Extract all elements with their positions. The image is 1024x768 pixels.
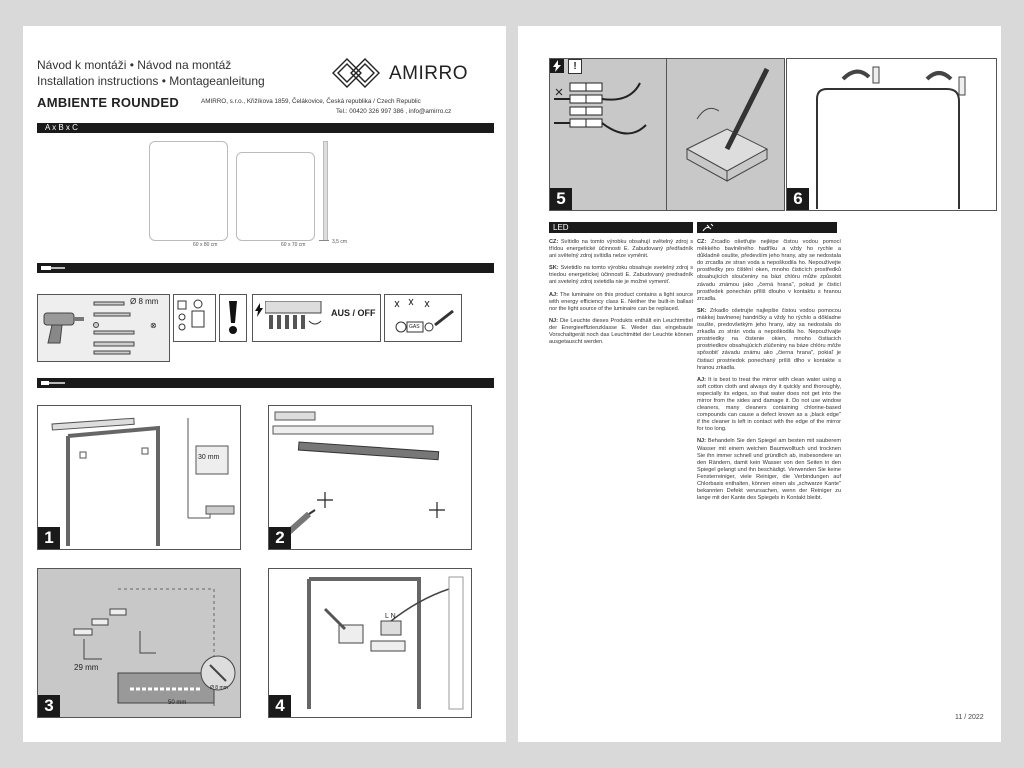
step-3-panel: 29 mm Ø 8 mm 50 mm 3 (37, 568, 241, 718)
title-line-1: Návod k montáži • Návod na montáž (37, 58, 232, 72)
step-3-depth: 50 mm (168, 700, 187, 706)
mirror-60x80 (149, 141, 228, 241)
brand-name: AMIRRO (389, 63, 468, 84)
step-6-illustration (816, 66, 966, 209)
footer-date: 11 / 2022 (955, 714, 984, 721)
drill-icon (43, 312, 84, 344)
step-2-number: 2 (269, 527, 291, 549)
led-sk-label: SK: (549, 265, 559, 272)
step-3-spacing: 29 mm (74, 663, 99, 672)
step-5-cover-illustration (685, 67, 770, 182)
screwdriver-icon (41, 266, 65, 270)
led-cz-text: Svítidlo na tomto výrobku obsahují světe… (549, 239, 693, 260)
tool-set-icon (93, 301, 135, 355)
lightning-icon (550, 59, 564, 73)
screw-head-icon: ⊗ (150, 321, 157, 330)
exclamation-icon (229, 301, 237, 334)
care-sk-label: SK: (697, 307, 707, 314)
two-person-panel (173, 294, 216, 342)
two-persons-icon (177, 299, 205, 331)
care-text: CZ: Zrcadlo ošetřujte nejlépe čistou vod… (697, 239, 841, 507)
mirror-depth-profile (323, 141, 328, 241)
lightning-icon (255, 303, 263, 317)
mirror-60x70 (236, 152, 315, 241)
step-1-illustration (51, 417, 235, 546)
company-contact: Tel.: 00420 326 997 386 , info@amirro.cz (336, 108, 452, 115)
care-en-text: It is best to treat the mirror with clea… (697, 376, 841, 433)
product-name: AMBIENTE ROUNDED (37, 95, 180, 110)
logo-diamond-icon (332, 58, 380, 88)
led-en-text: The luminaire on this product contains a… (549, 291, 693, 312)
installation-bar (37, 378, 494, 388)
step-6-number: 6 (787, 188, 809, 210)
care-cz-text: Zrcadlo ošetřujte nejlépe čistou vodou p… (697, 239, 841, 302)
care-de-label: NJ: (697, 438, 707, 445)
step-3-illustration (73, 588, 236, 709)
size-label-1: 60 x 80 cm (193, 242, 218, 248)
depth-label: 3,5 cm (332, 239, 348, 245)
led-de-text: Die Leuchte dieses Produkts enthält ein … (549, 317, 693, 346)
step-5-number: 5 (550, 188, 572, 210)
fuse-box-icon (265, 301, 322, 329)
care-cz-label: CZ: (697, 239, 707, 245)
step-6-panel: 6 (786, 58, 997, 211)
step-5b-panel (666, 58, 785, 211)
warning-icon: ! (568, 59, 582, 74)
power-off-panel: AUS / OFF (252, 294, 381, 342)
led-en-label: AJ: (549, 291, 559, 298)
tools-panel: Ø 8 mm ⊗ (37, 294, 170, 362)
page-right: ! 5 6 (518, 26, 1001, 742)
drill-bar-icon (41, 381, 65, 385)
step-1-number: 1 (38, 527, 60, 549)
detector-panel: GAS (384, 294, 462, 342)
depth-mark (319, 240, 329, 241)
dimensions-bar-label: A x B x C (45, 123, 78, 132)
company-address: AMIRRO, s.r.o., Křižíkova 1859, Čelákovi… (201, 98, 421, 105)
step-5-illustration (554, 82, 647, 135)
care-en-label: AJ: (697, 376, 707, 383)
cable-detector-icon (394, 298, 454, 333)
step-3-bit: Ø 8 mm (210, 685, 228, 691)
led-heading: LED (549, 222, 693, 233)
step-4-wires: L N (385, 613, 396, 620)
dimensions-bar: A x B x C (37, 123, 494, 133)
title-line-2: Installation instructions • Montageanlei… (37, 74, 265, 88)
led-text: CZ: Svítidlo na tomto výrobku obsahují s… (549, 239, 693, 351)
step-5-panel: ! 5 (549, 58, 668, 211)
step-1-measure: 30 mm (198, 454, 220, 461)
step-1-panel: 30 mm 1 (37, 405, 241, 550)
power-off-label: AUS / OFF (331, 308, 376, 318)
brand-logo (329, 56, 385, 90)
led-cz-label: CZ: (549, 239, 559, 245)
step-2-panel: 2 (268, 405, 472, 550)
care-de-text: Behandeln Sie den Spiegel am besten mit … (697, 438, 841, 502)
cleaning-hands-icon (702, 223, 714, 231)
step-4-illustration (307, 576, 464, 710)
page-left: Návod k montáži • Návod na montáž Instal… (23, 26, 506, 742)
led-de-label: NJ: (549, 317, 559, 324)
size-label-2: 60 x 70 cm (281, 242, 306, 248)
care-sk-text: Zrkadlo ošetrujte najlepšie čistou vodou… (697, 307, 841, 371)
step-3-number: 3 (38, 695, 60, 717)
led-sk-text: Svietidlo na tomto výrobku obsahuje svet… (549, 265, 694, 286)
step-4-panel: L N 4 (268, 568, 472, 718)
tools-bar (37, 263, 494, 273)
gas-label: GAS (409, 324, 420, 330)
warning-panel (219, 294, 247, 342)
drill-bit-size: Ø 8 mm (130, 297, 159, 306)
care-heading (697, 222, 837, 233)
step-2-illustration (271, 411, 445, 549)
step-4-number: 4 (269, 695, 291, 717)
